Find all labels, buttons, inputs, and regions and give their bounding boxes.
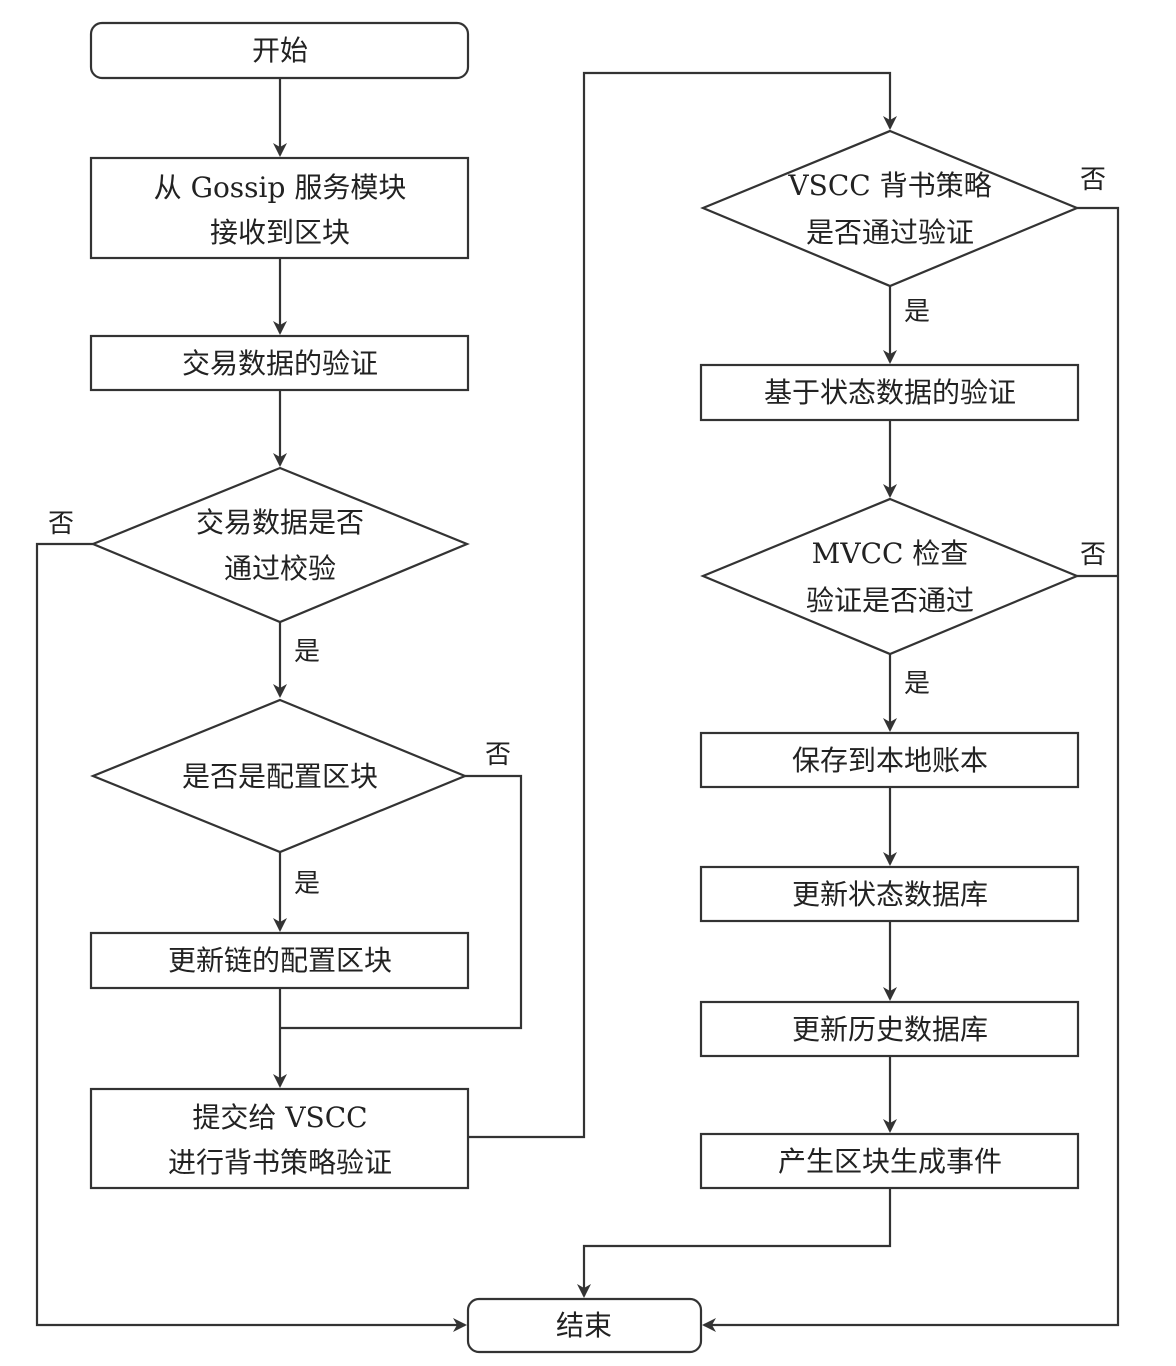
node-update-state-db: 更新状态数据库 — [699, 865, 1080, 923]
receive-block-box — [89, 156, 470, 260]
is-config-yes-label: 是 — [294, 869, 320, 899]
vscc-check-diamond — [700, 129, 1080, 288]
node-is-config: 是否是配置区块 — [90, 698, 468, 854]
branch-labels: 否 是 否 是 否 是 否 是 — [48, 165, 1106, 899]
submit-vscc-label-line2: 进行背书策略验证 — [168, 1146, 392, 1179]
node-start: 开始 — [89, 21, 470, 80]
tx-check-no-label: 否 — [48, 509, 74, 539]
is-config-diamond — [90, 698, 468, 854]
vscc-yes-label: 是 — [904, 297, 930, 327]
mvcc-yes-label: 是 — [904, 669, 930, 699]
mvcc-check-label-line1: MVCC 检查 — [812, 537, 969, 570]
node-vscc-check: VSCC 背书策略 是否通过验证 — [700, 129, 1080, 288]
update-state-db-label: 更新状态数据库 — [792, 878, 988, 911]
node-tx-validate: 交易数据的验证 — [89, 334, 470, 392]
mvcc-no-label: 否 — [1080, 540, 1106, 570]
end-label: 结束 — [556, 1309, 612, 1342]
node-tx-check: 交易数据是否 通过校验 — [90, 466, 470, 624]
node-save-ledger: 保存到本地账本 — [699, 731, 1080, 789]
tx-check-yes-label: 是 — [294, 637, 320, 667]
edge-emit-to-end — [577, 1188, 892, 1298]
tx-check-diamond — [90, 466, 470, 624]
vscc-check-label-line2: 是否通过验证 — [806, 216, 974, 249]
node-receive-block: 从 Gossip 服务模块 接收到区块 — [89, 156, 470, 260]
start-terminal — [89, 21, 470, 80]
is-config-label: 是否是配置区块 — [182, 760, 378, 793]
emit-event-box — [699, 1132, 1080, 1190]
mvcc-check-diamond — [700, 497, 1080, 656]
edge-is-config-no — [280, 774, 523, 1030]
node-end: 结束 — [466, 1297, 703, 1354]
update-state-db-box — [699, 865, 1080, 923]
node-emit-event: 产生区块生成事件 — [699, 1132, 1080, 1190]
node-mvcc-check: MVCC 检查 验证是否通过 — [700, 497, 1080, 656]
submit-vscc-box — [89, 1087, 470, 1190]
end-terminal — [466, 1297, 703, 1354]
edge-submit-to-vscc — [468, 71, 897, 1139]
start-label: 开始 — [252, 34, 308, 67]
tx-validate-box — [89, 334, 470, 392]
node-update-history-db: 更新历史数据库 — [699, 1000, 1080, 1058]
update-config-box — [89, 931, 470, 990]
edge-vscc-no-to-end — [702, 206, 1120, 1332]
emit-event-label: 产生区块生成事件 — [778, 1145, 1002, 1178]
node-update-config: 更新链的配置区块 — [89, 931, 470, 990]
receive-block-label-line2: 接收到区块 — [210, 216, 350, 249]
save-ledger-label: 保存到本地账本 — [792, 744, 988, 777]
flow-edges — [35, 71, 1120, 1332]
node-state-validate: 基于状态数据的验证 — [699, 363, 1080, 422]
submit-vscc-label-line1: 提交给 VSCC — [192, 1101, 367, 1134]
edge-tx-check-no-to-end — [35, 542, 467, 1332]
node-submit-vscc: 提交给 VSCC 进行背书策略验证 — [89, 1087, 470, 1190]
is-config-no-label: 否 — [485, 740, 511, 770]
update-config-label: 更新链的配置区块 — [168, 944, 392, 977]
tx-validate-label: 交易数据的验证 — [182, 347, 378, 380]
update-history-db-label: 更新历史数据库 — [792, 1013, 988, 1046]
tx-check-label-line1: 交易数据是否 — [196, 506, 364, 539]
state-validate-label: 基于状态数据的验证 — [764, 376, 1016, 409]
save-ledger-box — [699, 731, 1080, 789]
tx-check-label-line2: 通过校验 — [224, 552, 336, 585]
state-validate-box — [699, 363, 1080, 422]
mvcc-check-label-line2: 验证是否通过 — [806, 584, 974, 617]
update-history-db-box — [699, 1000, 1080, 1058]
vscc-no-label: 否 — [1080, 165, 1106, 195]
receive-block-label-line1: 从 Gossip 服务模块 — [154, 171, 407, 204]
vscc-check-label-line1: VSCC 背书策略 — [787, 169, 991, 202]
